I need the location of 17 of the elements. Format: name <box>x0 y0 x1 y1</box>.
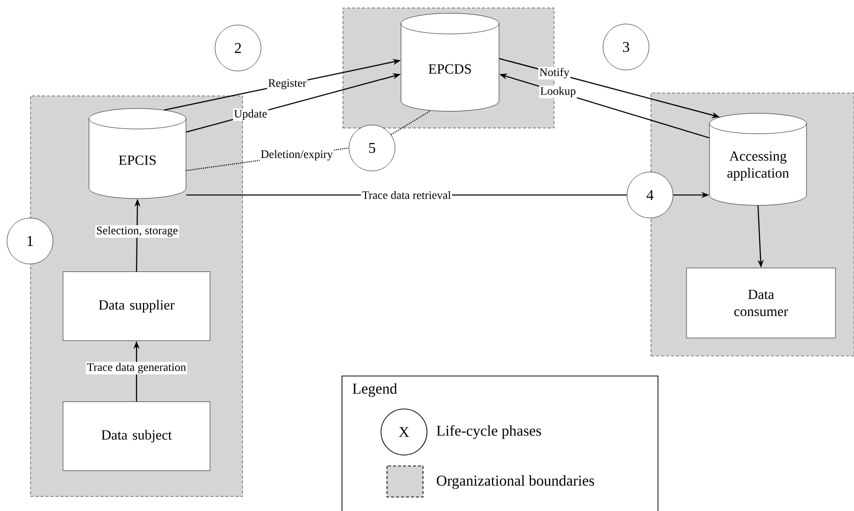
edge-label: Register <box>268 79 306 90</box>
database-cylinder: EPCDS <box>400 13 500 112</box>
edge-label: Selection, storage <box>96 226 178 237</box>
edge-label: Deletion/expiry <box>261 150 333 160</box>
legend-label: Organizational boundaries <box>436 475 594 489</box>
process-box: Data subject <box>62 402 210 471</box>
edge-label: Trace data retrieval <box>362 190 451 200</box>
legend-title: Legend <box>352 383 397 397</box>
process-box: Data supplier <box>62 272 210 341</box>
database-cylinder: EPCIS <box>88 108 186 199</box>
edge-label: Notify <box>540 68 570 78</box>
database-cylinder: Accessing application <box>709 113 807 206</box>
edge-label: Update <box>234 110 267 120</box>
edge-label: Lookup <box>540 86 576 98</box>
legend-label: Life-cycle phases <box>436 425 542 439</box>
edge-label: Trace data generation <box>87 362 186 374</box>
process-box: Data consumer <box>686 268 836 338</box>
